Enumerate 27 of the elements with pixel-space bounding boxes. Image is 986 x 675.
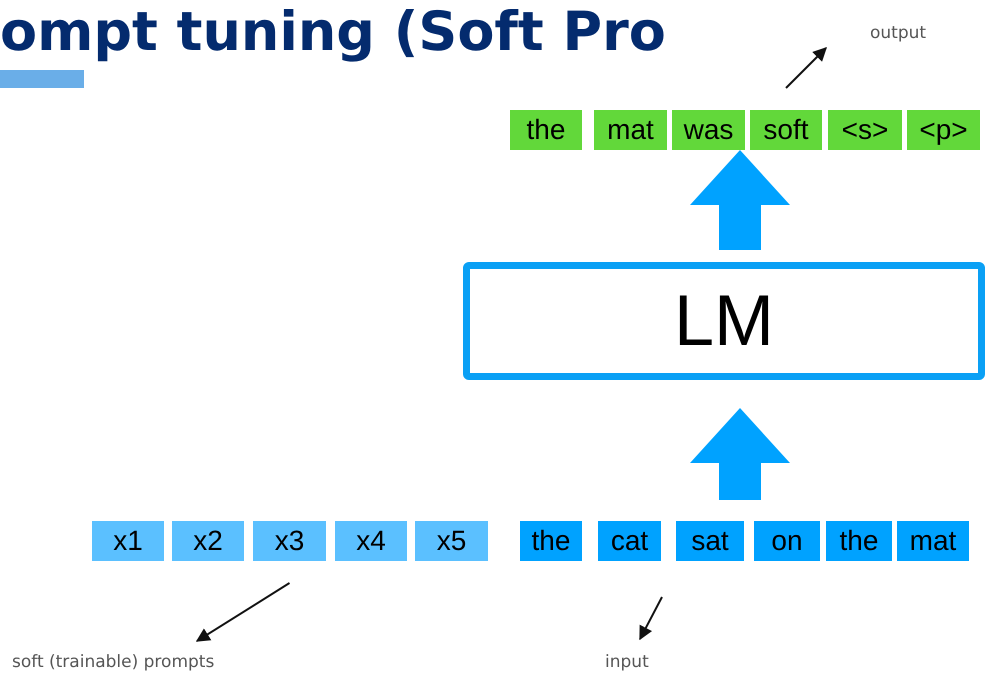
- input-token: the: [826, 521, 892, 561]
- leader-arrow: [196, 582, 290, 642]
- model-box: LM: [463, 262, 985, 380]
- output-token: <p>: [907, 110, 980, 150]
- prompt-token: x2: [172, 521, 244, 561]
- annotation-label: output: [870, 22, 926, 44]
- block-arrow: [690, 408, 790, 500]
- input-token: the: [520, 521, 582, 561]
- input-token: cat: [598, 521, 661, 561]
- prompt-token: x5: [415, 521, 488, 561]
- output-token: <s>: [828, 110, 902, 150]
- annotation-label: soft (trainable) prompts: [12, 651, 214, 673]
- input-token: sat: [676, 521, 744, 561]
- prompt-token: x3: [253, 521, 326, 561]
- output-token: was: [672, 110, 745, 150]
- annotation-label: input: [605, 651, 649, 673]
- prompt-token: x4: [335, 521, 407, 561]
- output-token: mat: [594, 110, 667, 150]
- leader-arrow: [785, 47, 827, 89]
- block-arrow: [690, 150, 790, 250]
- input-token: on: [754, 521, 820, 561]
- prompt-token: x1: [92, 521, 164, 561]
- leader-arrow: [639, 596, 663, 640]
- output-token: soft: [750, 110, 822, 150]
- slide-title: ompt tuning (Soft Pro: [0, 0, 666, 64]
- output-token: the: [510, 110, 582, 150]
- input-token: mat: [897, 521, 969, 561]
